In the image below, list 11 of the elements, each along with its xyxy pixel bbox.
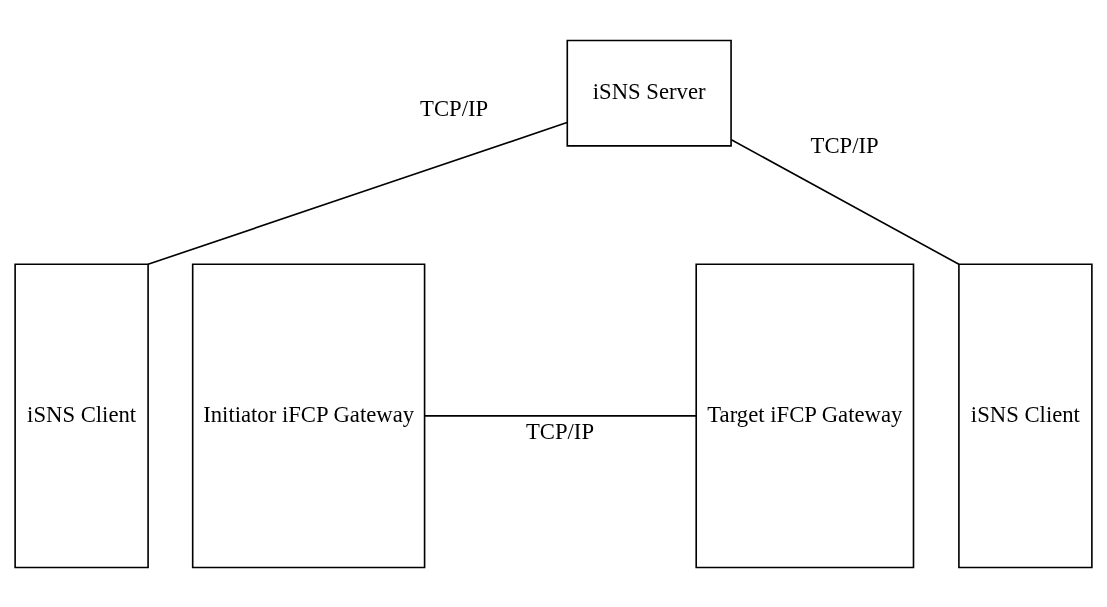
node-box: Initiator iFCP Gateway xyxy=(191,262,426,568)
node-box: iSNS Client xyxy=(958,262,1093,568)
connector xyxy=(730,138,960,265)
node-box: iSNS Server xyxy=(566,39,732,147)
node-box: iSNS Client xyxy=(14,262,149,568)
edge-label: TCP/IP xyxy=(420,95,489,121)
connector xyxy=(147,121,568,265)
node-box: Target iFCP Gateway xyxy=(695,262,915,568)
edge-label: TCP/IP xyxy=(810,132,879,158)
edge-label: TCP/IP xyxy=(525,418,595,444)
connector xyxy=(423,414,697,417)
